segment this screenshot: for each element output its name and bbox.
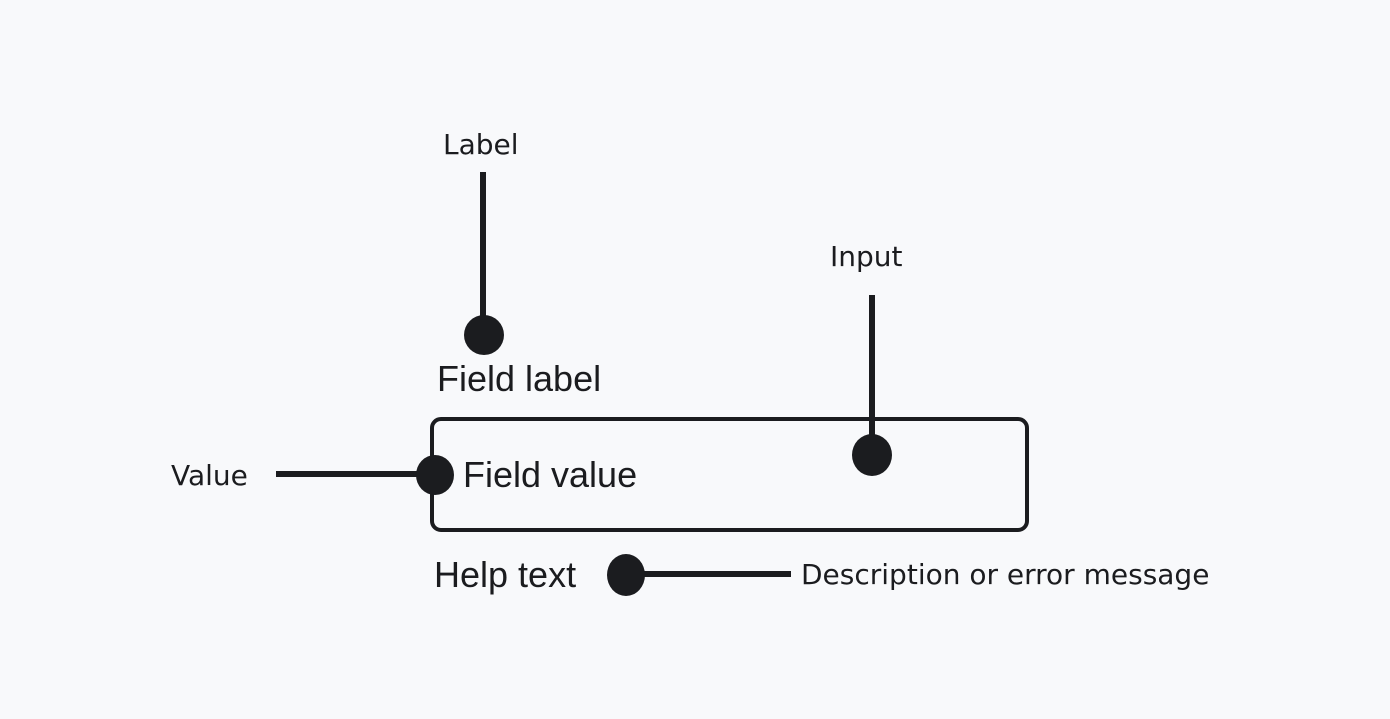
input-connector-dot — [852, 434, 892, 476]
annotation-input-text: Input — [830, 240, 903, 273]
label-connector-dot — [464, 315, 504, 355]
annotation-help-description: Description or error message — [801, 558, 1210, 591]
label-connector-line — [480, 172, 486, 335]
annotation-value-text: Value — [171, 459, 248, 492]
value-connector-line — [276, 471, 432, 477]
help-connector-dot — [607, 554, 645, 596]
field-label-text: Field label — [437, 358, 602, 399]
value-connector-dot — [416, 455, 454, 495]
text-field-box: Field value — [430, 417, 1029, 532]
field-value-text: Field value — [463, 453, 638, 495]
help-connector-line — [626, 571, 791, 577]
input-connector-line — [869, 295, 875, 455]
help-text-label: Help text — [434, 554, 577, 595]
annotation-label-text: Label — [443, 128, 519, 161]
